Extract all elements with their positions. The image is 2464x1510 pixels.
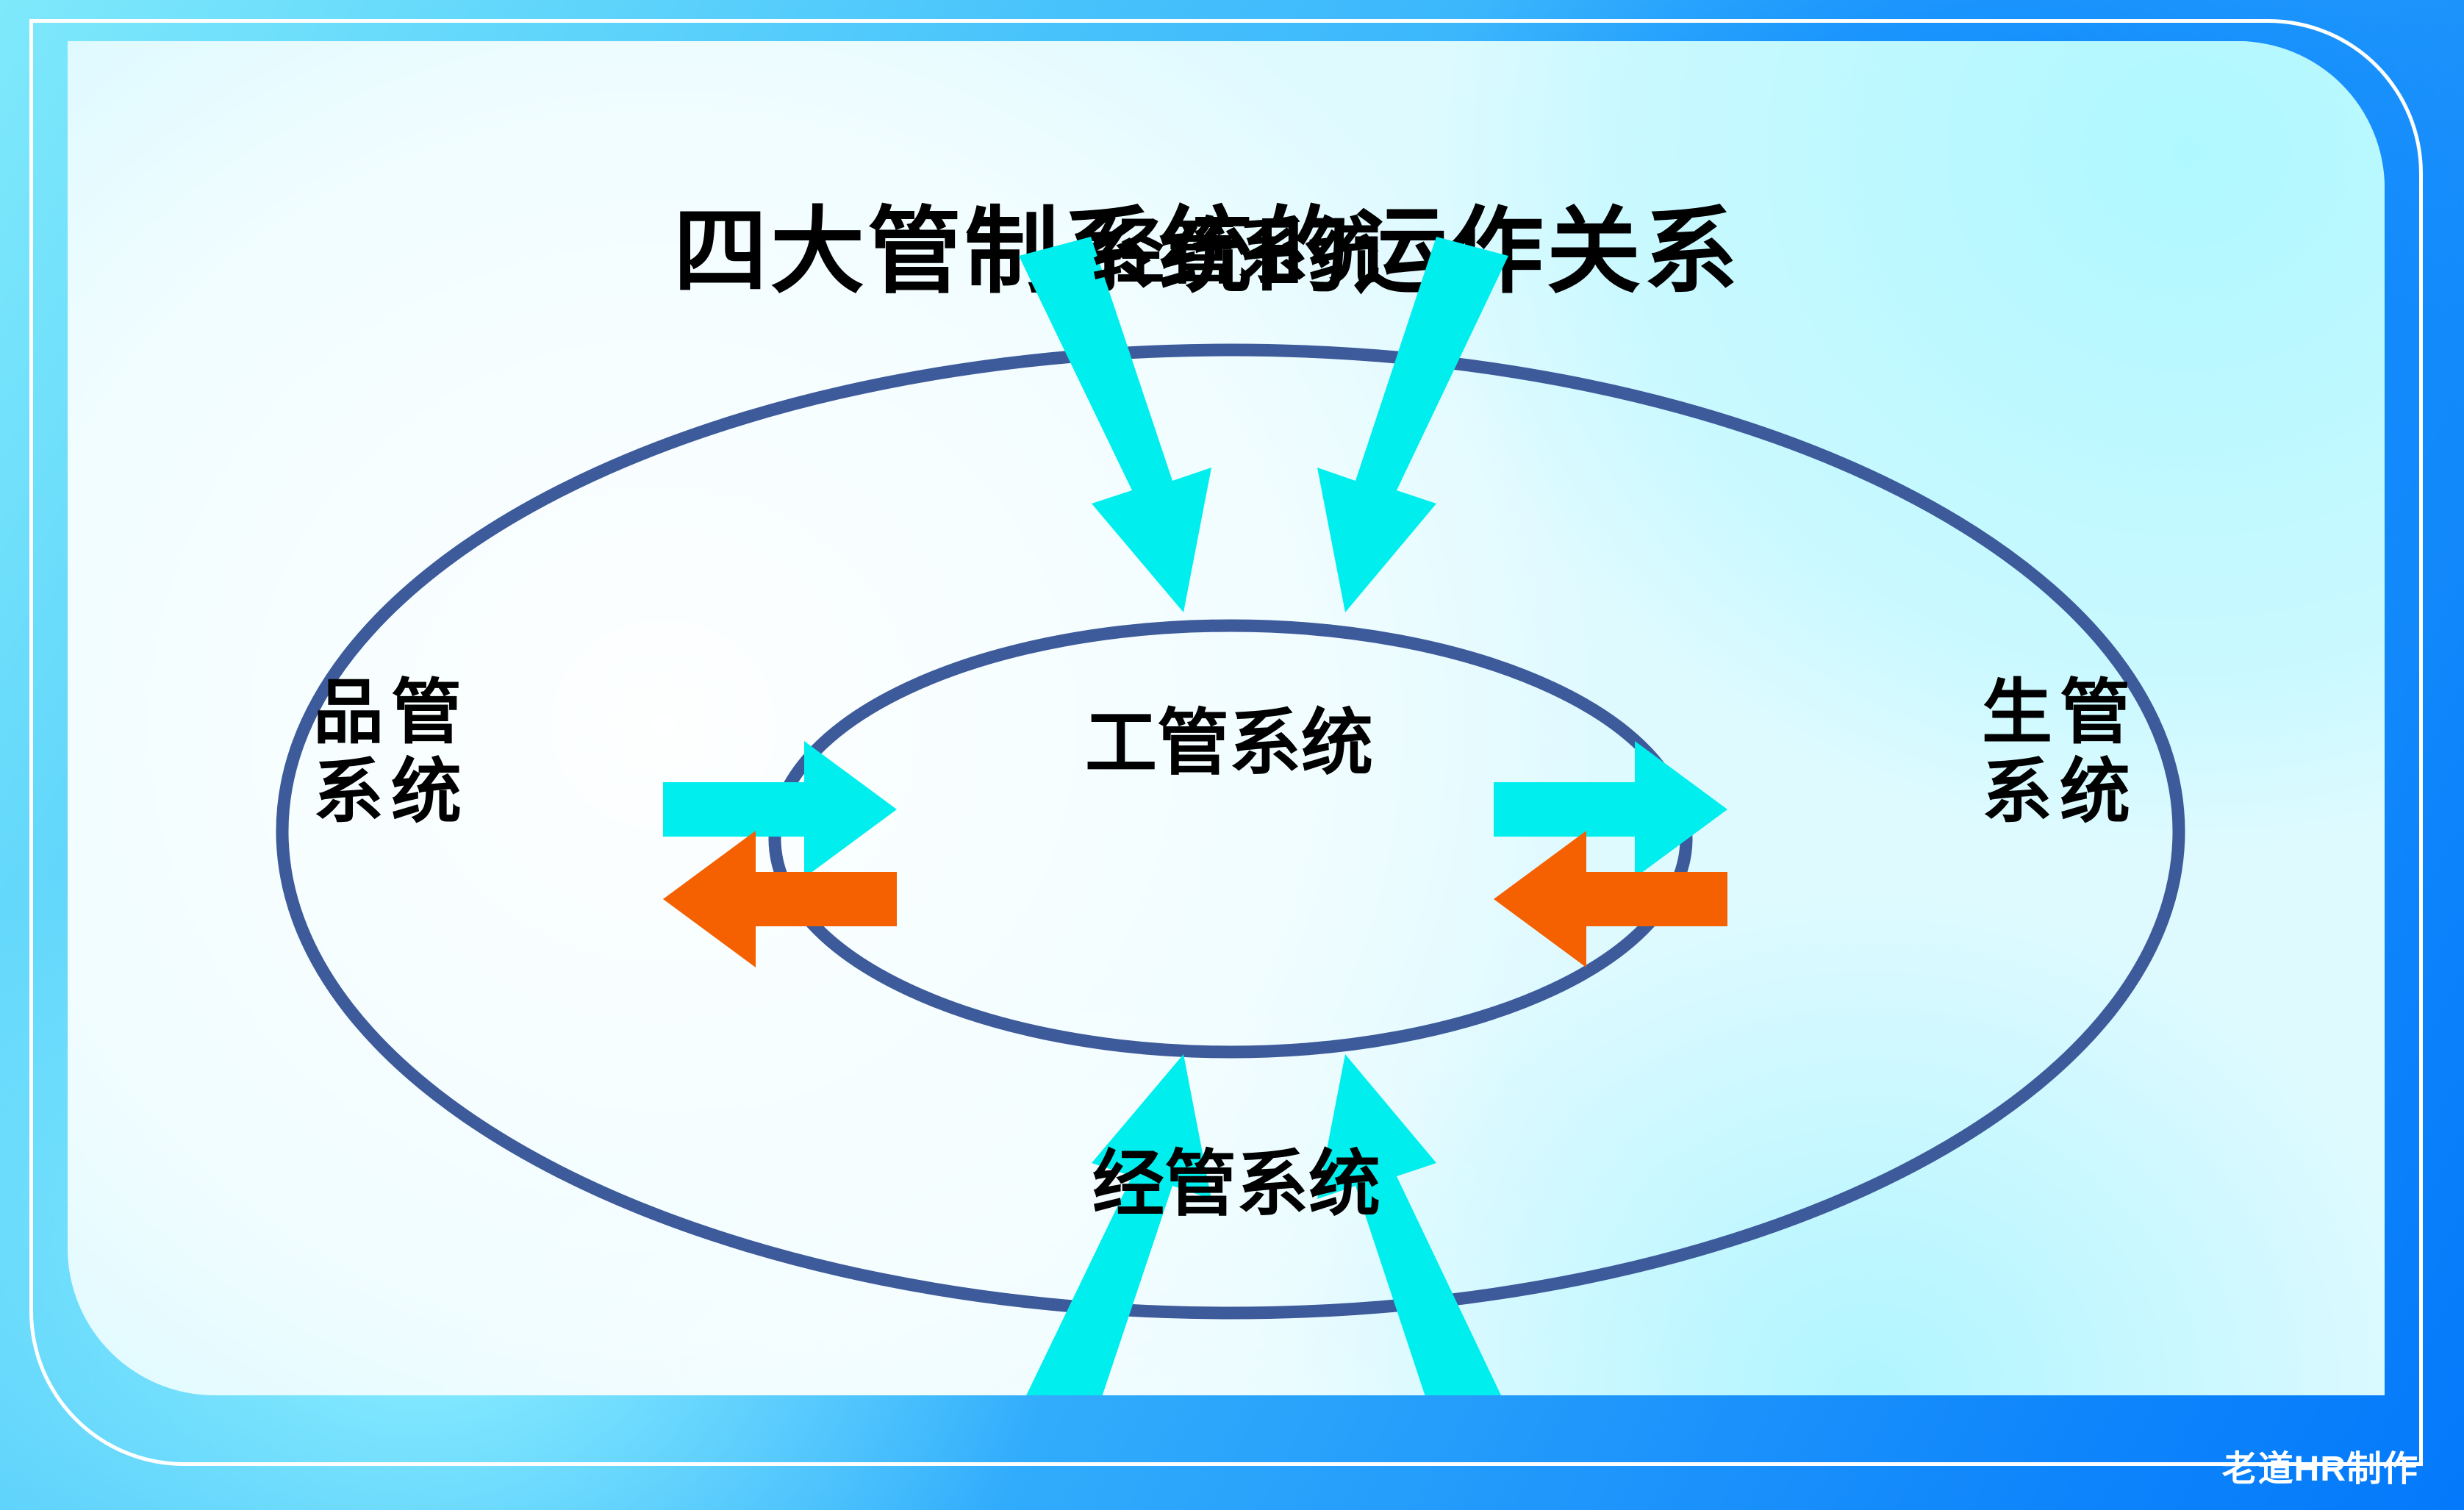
arrow-top-left-inward [1019, 237, 1211, 612]
node-label-top-text: 经管系统 [1092, 211, 1380, 292]
node-label-bottom: 经管系统 [979, 1143, 1494, 1225]
arrow-top-right-inward [1317, 237, 1508, 612]
arrow-right-inbound [1494, 831, 1727, 967]
node-label-right-line2: 系统 [1982, 752, 2138, 831]
outer-ellipse [276, 343, 2185, 1320]
relationship-diagram [276, 237, 2185, 1395]
arrow-right-outbound [1494, 741, 1727, 878]
node-label-left-line2: 系统 [313, 752, 469, 831]
node-label-top: 经管系统 [979, 211, 1494, 293]
content-panel: 四大管制系统的运作关系 [68, 41, 2385, 1395]
inner-ellipse [768, 619, 1693, 1059]
arrow-left-inbound [663, 831, 897, 967]
watermark: 老道HR制作 [2221, 1450, 2418, 1489]
node-label-bottom-text: 经管系统 [1092, 1143, 1380, 1224]
page-title: 四大管制系统的运作关系 [673, 199, 1741, 304]
node-label-center-text: 工管系统 [1084, 702, 1373, 783]
node-label-right: 生管 系统 [1832, 673, 2288, 831]
node-label-center: 工管系统 [950, 702, 1508, 784]
arrow-bottom-left-inward [1026, 1054, 1211, 1395]
node-label-left-line1: 品管 [313, 673, 469, 752]
arrow-left-outbound [663, 741, 897, 878]
node-label-right-line1: 生管 [1982, 673, 2138, 752]
node-label-left: 品管 系统 [163, 673, 619, 831]
arrow-bottom-right-inward [1317, 1054, 1501, 1395]
